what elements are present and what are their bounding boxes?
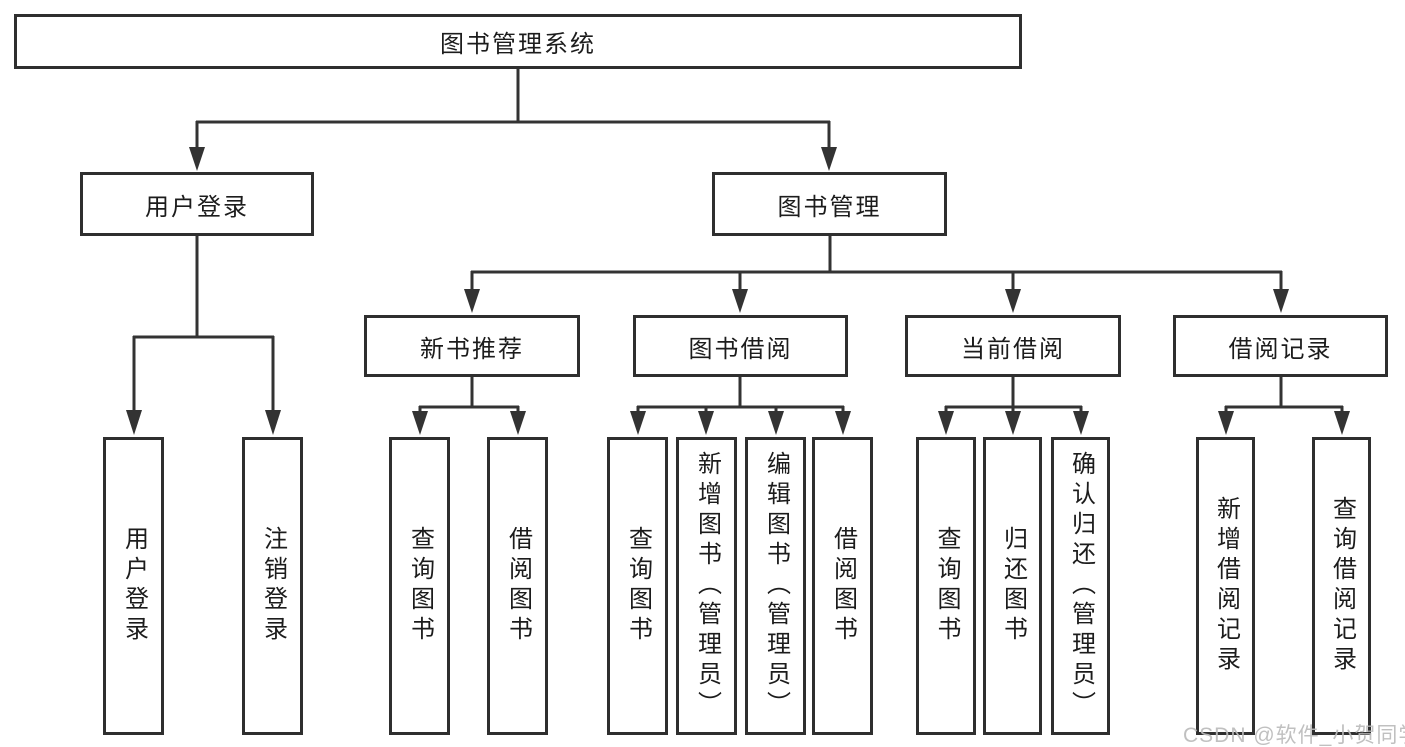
connector-book-management <box>470 235 1283 293</box>
leaf-record-add-record-label: 新增借阅记录 <box>1212 496 1240 676</box>
leaf-borrow-edit-book-admin: 编辑图书（管理员） <box>745 437 806 735</box>
leaf-newbook-query-book-label: 查询图书 <box>406 526 434 646</box>
arrow-down-icon <box>265 410 281 435</box>
node-book-borrow: 图书借阅 <box>633 315 848 377</box>
arrow-down-icon <box>464 289 480 313</box>
arrow-down-icon <box>126 410 142 435</box>
node-root: 图书管理系统 <box>14 14 1022 69</box>
arrow-down-icon <box>1334 411 1350 435</box>
node-borrow-records-label: 借阅记录 <box>1228 335 1333 363</box>
leaf-borrow-borrow-book-label: 借阅图书 <box>829 526 857 646</box>
arrow-down-icon <box>821 147 837 171</box>
leaf-logout-label: 注销登录 <box>259 526 287 646</box>
leaf-borrow-borrow-book: 借阅图书 <box>812 437 873 735</box>
arrow-down-icon <box>1218 411 1234 435</box>
arrow-down-icon <box>732 289 748 313</box>
leaf-current-return-book: 归还图书 <box>983 437 1042 735</box>
connector-book-borrow <box>636 377 845 415</box>
csdn-watermark: CSDN @软件_小贺同学 <box>1183 724 1405 747</box>
leaf-user-login: 用户登录 <box>103 437 164 735</box>
leaf-borrow-edit-book-admin-label: 编辑图书（管理员） <box>762 451 790 721</box>
node-book-management: 图书管理 <box>712 172 947 236</box>
node-user-login: 用户登录 <box>80 172 314 236</box>
arrow-down-icon <box>1073 411 1089 435</box>
leaf-borrow-add-book-admin-label: 新增图书（管理员） <box>693 451 721 721</box>
node-user-login-label: 用户登录 <box>145 193 249 221</box>
leaf-current-confirm-return-admin: 确认归还（管理员） <box>1051 437 1110 735</box>
node-current-borrow: 当前借阅 <box>905 315 1121 377</box>
connector-current-borrow <box>944 377 1083 415</box>
arrow-down-icon <box>1273 289 1289 313</box>
arrow-down-icon <box>510 411 526 435</box>
node-new-book-recommend-label: 新书推荐 <box>420 335 524 363</box>
arrow-down-icon <box>768 411 784 435</box>
arrow-down-icon <box>189 147 205 171</box>
leaf-newbook-borrow-book-label: 借阅图书 <box>504 526 532 646</box>
arrowheads <box>126 147 1350 435</box>
connector-new-book <box>418 377 520 415</box>
node-new-book-recommend: 新书推荐 <box>364 315 580 377</box>
leaf-current-query-book-label: 查询图书 <box>933 526 960 646</box>
arrow-down-icon <box>938 411 954 435</box>
node-book-management-label: 图书管理 <box>777 193 882 221</box>
leaf-borrow-add-book-admin: 新增图书（管理员） <box>676 437 737 735</box>
leaf-borrow-query-book-label: 查询图书 <box>624 526 652 646</box>
arrow-down-icon <box>698 411 714 435</box>
node-current-borrow-label: 当前借阅 <box>961 335 1065 363</box>
leaf-record-add-record: 新增借阅记录 <box>1196 437 1255 735</box>
arrow-down-icon <box>1005 411 1021 435</box>
leaf-user-login-label: 用户登录 <box>120 526 148 646</box>
node-book-borrow-label: 图书借阅 <box>688 335 793 363</box>
arrow-down-icon <box>412 411 428 435</box>
node-borrow-records: 借阅记录 <box>1173 315 1388 377</box>
leaf-logout: 注销登录 <box>242 437 303 735</box>
leaf-record-query-record-label: 查询借阅记录 <box>1328 496 1356 676</box>
node-root-label: 图书管理系统 <box>440 31 596 58</box>
arrow-down-icon <box>835 411 851 435</box>
leaf-borrow-query-book: 查询图书 <box>607 437 668 735</box>
arrow-down-icon <box>1005 289 1021 313</box>
leaf-current-return-book-label: 归还图书 <box>999 526 1027 646</box>
leaf-current-query-book: 查询图书 <box>916 437 976 735</box>
leaf-newbook-query-book: 查询图书 <box>389 437 450 735</box>
connector-borrow-record <box>1224 377 1344 415</box>
connector-root <box>195 69 831 150</box>
connector-user-login <box>132 235 275 414</box>
arrow-down-icon <box>630 411 646 435</box>
leaf-current-confirm-return-admin-label: 确认归还（管理员） <box>1067 451 1095 721</box>
leaf-record-query-record: 查询借阅记录 <box>1312 437 1371 735</box>
leaf-newbook-borrow-book: 借阅图书 <box>487 437 548 735</box>
